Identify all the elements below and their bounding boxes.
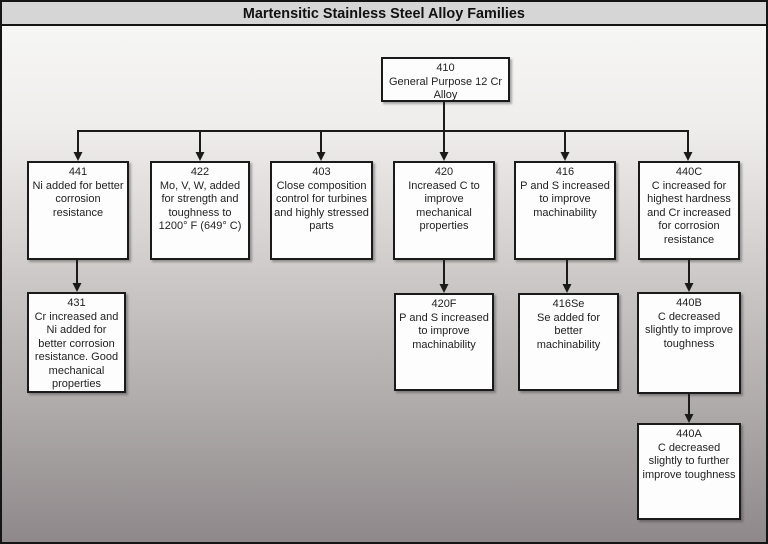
alloy-desc: P and S increased to improve machinabili…	[520, 179, 610, 219]
arrowhead-440C	[683, 152, 693, 161]
title-bar: Martensitic Stainless Steel Alloy Famili…	[2, 2, 766, 26]
alloy-desc: C decreased slightly to further improve …	[642, 441, 736, 481]
alloy-code: 440B	[676, 297, 702, 309]
arrowhead-422	[195, 152, 205, 161]
node-403: 403 Close composition control for turbin…	[270, 161, 373, 260]
node-416: 416 P and S increased to improve machina…	[514, 161, 616, 260]
arrowhead-416Se	[562, 284, 572, 293]
alloy-desc: Mo, V, W, added for strength and toughne…	[158, 179, 242, 233]
alloy-code: 431	[67, 297, 86, 309]
node-416Se: 416Se Se added for better machinability	[518, 293, 619, 391]
node-420: 420 Increased C to improve mechanical pr…	[393, 161, 495, 260]
page-title: Martensitic Stainless Steel Alloy Famili…	[242, 4, 525, 22]
node-420F: 420F P and S increased to improve machin…	[394, 293, 494, 391]
alloy-code: 410	[436, 62, 455, 74]
node-440A: 440A C decreased slightly to further imp…	[637, 423, 741, 520]
node-440B: 440B C decreased slightly to improve tou…	[637, 292, 741, 394]
node-440C: 440C C increased for highest hardness an…	[638, 161, 740, 260]
arrowhead-441	[73, 152, 83, 161]
alloy-desc: C increased for highest hardness and Cr …	[647, 179, 731, 246]
alloy-desc: Increased C to improve mechanical proper…	[408, 179, 480, 233]
arrowhead-420	[439, 152, 449, 161]
alloy-code: 422	[190, 166, 210, 178]
arrowhead-416	[560, 152, 570, 161]
arrowhead-403	[316, 152, 326, 161]
alloy-desc: General Purpose 12 Cr Alloy	[388, 75, 503, 101]
alloy-code: 416Se	[552, 298, 585, 310]
node-422: 422 Mo, V, W, added for strength and tou…	[150, 161, 250, 260]
arrowhead-431	[72, 283, 82, 292]
alloy-desc: Cr increased and Ni added for better cor…	[34, 310, 119, 391]
alloy-code: 420F	[431, 298, 457, 310]
node-441: 441 Ni added for better corrosion resist…	[27, 161, 129, 260]
alloy-desc: Se added for better machinability	[536, 311, 601, 351]
alloy-desc: Close composition control for turbines a…	[274, 179, 369, 233]
node-410: 410 General Purpose 12 Cr Alloy	[381, 57, 510, 102]
alloy-code: 440A	[676, 428, 702, 440]
alloy-code: 420	[434, 166, 454, 178]
arrowhead-440B	[684, 283, 694, 292]
arrowhead-420F	[439, 284, 449, 293]
alloy-desc: P and S increased to improve machinabili…	[399, 311, 489, 351]
alloy-code: 416	[555, 166, 575, 178]
alloy-code: 441	[68, 166, 88, 178]
node-431: 431 Cr increased and Ni added for better…	[27, 292, 126, 393]
alloy-desc: Ni added for better corrosion resistance	[32, 179, 124, 219]
arrowhead-440A	[684, 414, 694, 423]
alloy-desc: C decreased slightly to improve toughnes…	[644, 310, 734, 350]
alloy-code: 440C	[675, 166, 703, 178]
alloy-code: 403	[312, 166, 331, 178]
